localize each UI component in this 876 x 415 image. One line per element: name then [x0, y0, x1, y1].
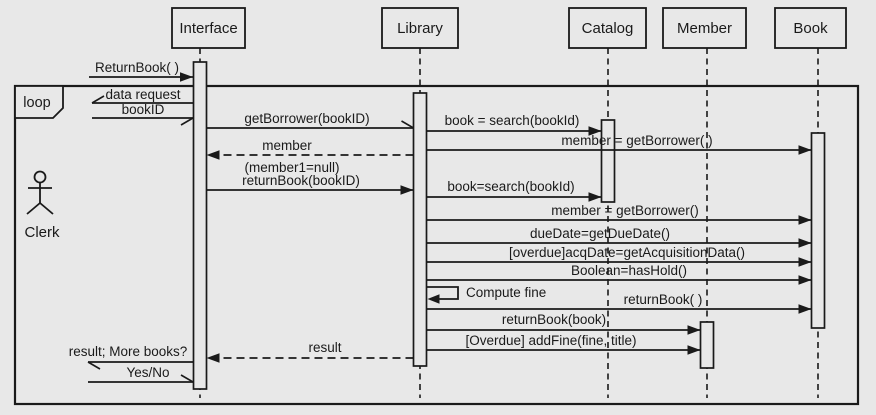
message-label-yes-no: Yes/No	[126, 365, 169, 380]
message-label-due-date: dueDate=getDueDate()	[530, 226, 670, 241]
message-label-compute-fine: Compute fine	[466, 285, 546, 300]
participant-label-library: Library	[397, 20, 443, 37]
message-label-return-book-book-id: returnBook(bookID)	[242, 173, 360, 188]
message-label-return-book-to-book: returnBook( )	[624, 292, 703, 307]
activation-bar-library	[412, 92, 428, 367]
arrowhead-add-fine	[687, 345, 701, 355]
arrowhead-compute-fine	[427, 294, 440, 304]
participant-label-interface: Interface	[179, 20, 237, 37]
arrowhead-book-id	[180, 117, 194, 126]
message-note-member1-null-note: (member1=null)	[245, 160, 340, 175]
arrowhead-acq-date	[798, 257, 812, 267]
actor-head-icon	[33, 170, 47, 184]
message-label-return-book-to-member: returnBook(book)	[502, 312, 606, 327]
participant-box-book	[774, 7, 847, 49]
participant-label-catalog: Catalog	[582, 20, 634, 37]
arrowhead-data-request	[91, 95, 105, 104]
arrowhead-get-borrower-book-id	[401, 120, 414, 129]
message-label-result-return: result	[308, 340, 341, 355]
arrowhead-book-search-2	[588, 192, 602, 202]
participant-box-library	[381, 7, 459, 49]
message-label-data-request: data request	[105, 87, 180, 102]
actor-label: Clerk	[24, 224, 60, 241]
activation-bar-catalog	[600, 119, 616, 203]
arrowhead-member-get-borrower-1	[798, 145, 812, 155]
arrowhead-book-search-1	[588, 126, 602, 136]
message-label-member-return: member	[262, 138, 312, 153]
participant-label-book: Book	[793, 20, 828, 37]
message-label-book-id: bookID	[122, 102, 165, 117]
participant-box-interface	[171, 7, 246, 49]
arrowhead-member-get-borrower-2	[798, 215, 812, 225]
message-label-member-get-borrower-2: member = getBorrower()	[551, 203, 698, 218]
arrowhead-result-more-books	[87, 361, 101, 370]
participant-box-member	[662, 7, 747, 49]
arrowhead-member-return	[206, 150, 220, 160]
message-label-add-fine: [Overdue] addFine(fine, title)	[465, 333, 636, 348]
arrowhead-result-return	[206, 353, 220, 363]
self-message-line-compute-fine	[426, 286, 459, 300]
arrowhead-return-book-to-member	[687, 325, 701, 335]
message-label-book-search-1: book = search(bookId)	[445, 113, 580, 128]
loop-frame-tab	[14, 85, 64, 119]
arrowhead-return-book-to-book	[798, 304, 812, 314]
participant-box-catalog	[568, 7, 647, 49]
message-label-result-more-books: result; More books?	[69, 344, 188, 359]
activation-bar-book	[810, 132, 826, 329]
arrowhead-return-book-book-id	[400, 185, 414, 195]
arrowhead-return-book-call	[180, 72, 193, 82]
message-label-return-book-call: ReturnBook( )	[95, 60, 179, 75]
activation-bar-interface	[192, 61, 208, 390]
actor-leg-left-icon	[26, 202, 41, 215]
message-label-get-borrower-book-id: getBorrower(bookID)	[244, 111, 369, 126]
arrowhead-yes-no	[180, 374, 194, 383]
arrowhead-due-date	[798, 238, 812, 248]
message-label-acq-date: [overdue]acqDate=getAcquisitionData()	[509, 245, 745, 260]
message-label-book-search-2: book=search(bookId)	[447, 179, 574, 194]
actor-leg-right-icon	[39, 202, 54, 215]
activation-bar-member	[699, 321, 715, 369]
participant-label-member: Member	[677, 20, 732, 37]
loop-frame	[13, 84, 860, 406]
message-label-has-hold: Boolean=hasHold()	[571, 263, 687, 278]
loop-frame-label: loop	[23, 95, 50, 111]
message-label-member-get-borrower-1: member = getBorrower( )	[561, 133, 712, 148]
arrowhead-has-hold	[798, 275, 812, 285]
